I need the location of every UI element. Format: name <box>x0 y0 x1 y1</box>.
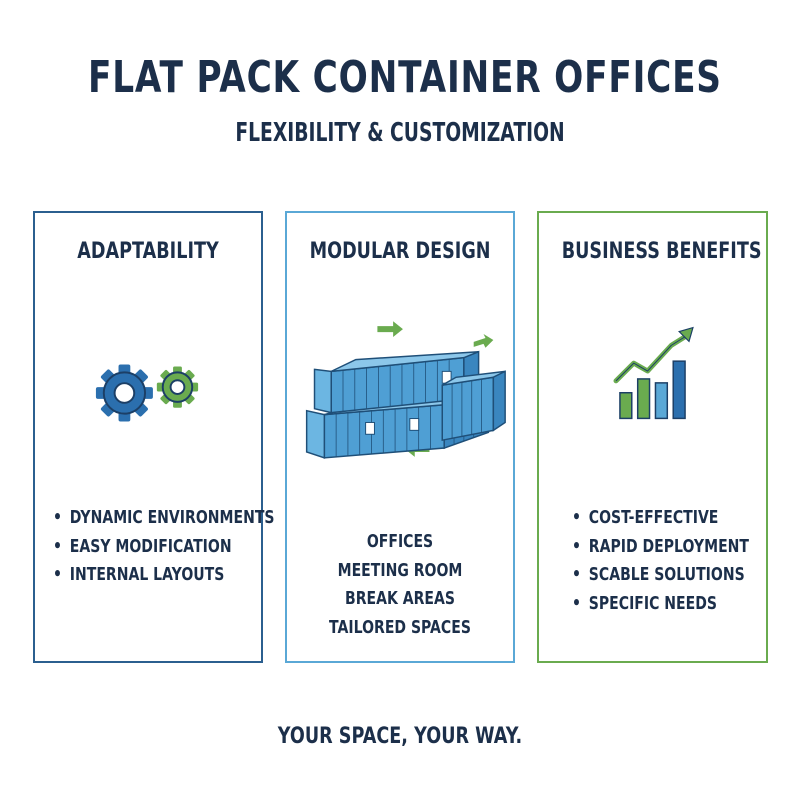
adaptability-panel: ADAPTABILITY <box>33 211 275 663</box>
adaptability-list: DYNAMIC ENVIRONMENTS EASY MODIFICATION I… <box>53 504 337 590</box>
business-benefits-list: COST-EFFECTIVE RAPID DEPLOYMENT SCABLE S… <box>572 504 799 618</box>
page-subtitle: FLEXIBILITY & CUSTOMIZATION <box>235 118 565 148</box>
list-item: RAPID DEPLOYMENT <box>572 533 749 562</box>
modular-design-list: OFFICES MEETING ROOM BREAK AREAS TAILORE… <box>287 528 513 642</box>
list-item: OFFICES <box>366 531 434 552</box>
business-benefits-panel: BUSINESS BENEFITS COST-EFFECTIVE RAPID D… <box>537 211 768 663</box>
stacked-containers-icon <box>305 321 506 459</box>
list-item: EASY MODIFICATION <box>53 533 275 562</box>
modular-design-panel: MODULAR DESIGN <box>285 211 515 663</box>
list-item: MEETING ROOM <box>337 559 463 581</box>
arrow-icon <box>377 321 403 337</box>
business-benefits-heading: BUSINESS BENEFITS <box>561 239 762 264</box>
list-item: DYNAMIC ENVIRONMENTS <box>53 504 275 533</box>
list-item: TAILORED SPACES <box>329 616 471 638</box>
list-item: INTERNAL LAYOUTS <box>53 561 275 590</box>
page-title: FLAT PACK CONTAINER OFFICES <box>88 52 722 103</box>
list-item: SCABLE SOLUTIONS <box>572 561 749 590</box>
list-item: COST-EFFECTIVE <box>572 504 749 533</box>
list-item: SPECIFIC NEEDS <box>572 590 749 619</box>
growth-chart-icon <box>613 326 694 420</box>
gears-icon <box>95 364 199 422</box>
modular-design-heading: MODULAR DESIGN <box>309 239 491 264</box>
list-item: BREAK AREAS <box>344 588 455 609</box>
arrow-icon <box>473 334 494 348</box>
adaptability-heading: ADAPTABILITY <box>77 239 219 264</box>
tagline: YOUR SPACE, YOUR WAY. <box>277 724 523 749</box>
